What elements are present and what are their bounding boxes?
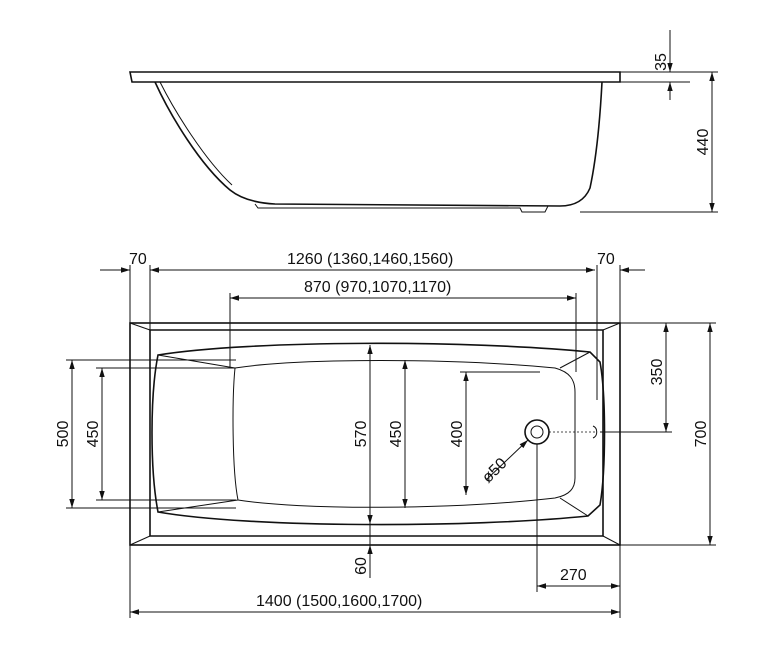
dim-drain-diameter: ø50 <box>479 455 511 487</box>
dim-end-left: 70 <box>129 251 147 268</box>
plan-view <box>66 265 716 618</box>
dim-overall-length: 1400 (1500,1600,1700) <box>256 593 422 610</box>
dim-end-right: 70 <box>597 251 615 268</box>
dim-depth-60: 60 <box>353 557 370 575</box>
dim-inner-450-center: 450 <box>388 421 405 448</box>
dim-width-500: 500 <box>55 421 72 448</box>
dim-bottom-flat-length: 870 (970,1070,1170) <box>304 279 451 296</box>
dim-drain-400: 400 <box>449 421 466 448</box>
dim-top-rim: 35 <box>653 53 670 71</box>
dim-inner-length: 1260 (1360,1460,1560) <box>287 251 453 268</box>
dim-inner-570: 570 <box>353 421 370 448</box>
dim-drain-offset: 270 <box>560 567 587 584</box>
dim-overall-width: 700 <box>693 421 710 448</box>
dim-width-450-left: 450 <box>85 421 102 448</box>
side-view <box>129 30 718 213</box>
dim-height: 440 <box>695 129 712 156</box>
dim-overflow-350: 350 <box>649 359 666 386</box>
